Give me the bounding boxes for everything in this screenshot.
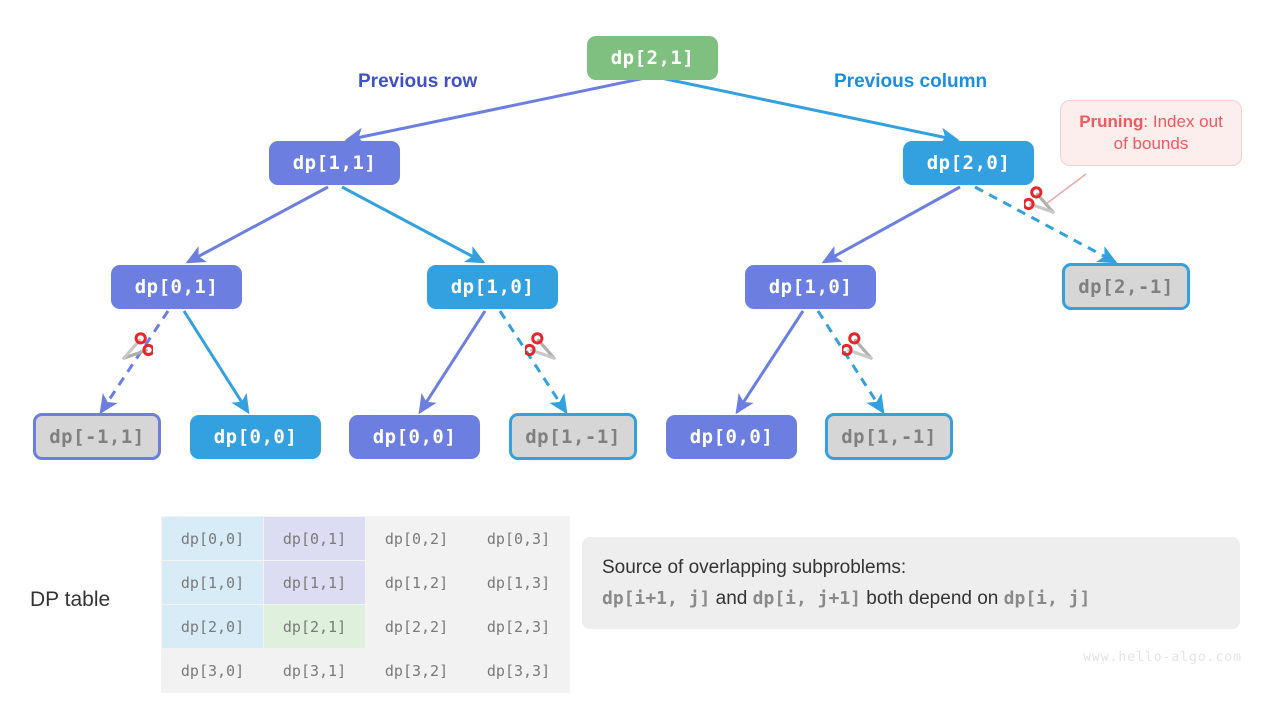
watermark: www.hello-algo.com <box>1083 650 1242 665</box>
table-cell: dp[0,2] <box>365 516 468 561</box>
code-dp-i-j: dp[i, j] <box>1003 588 1091 610</box>
table-cell: dp[3,1] <box>263 648 366 693</box>
node-dp-neg1-1[interactable]: dp[-1,1] <box>33 413 161 460</box>
label-previous-column: Previous column <box>834 71 988 92</box>
table-cell: dp[0,0] <box>161 516 264 561</box>
node-dp-1-0-left[interactable]: dp[1,0] <box>427 265 558 309</box>
node-dp-1-0-right[interactable]: dp[1,0] <box>745 265 876 309</box>
pruning-callout-rest: : Index out of bounds <box>1113 112 1223 154</box>
overlap-mid-1: and <box>710 588 753 610</box>
node-dp-0-0-c[interactable]: dp[0,0] <box>666 415 797 459</box>
table-cell: dp[2,1] <box>263 604 366 649</box>
node-dp-1-neg1-a[interactable]: dp[1,-1] <box>509 413 637 460</box>
table-cell: dp[3,2] <box>365 648 468 693</box>
dp-table: dp[0,0] dp[0,1] dp[0,2] dp[0,3] dp[1,0] … <box>161 516 570 693</box>
overlapping-subproblems-note: Source of overlapping subproblems: dp[i+… <box>582 537 1240 629</box>
table-cell: dp[1,2] <box>365 560 468 605</box>
table-cell: dp[1,1] <box>263 560 366 605</box>
pruning-callout: Pruning: Index out of bounds <box>1060 100 1242 167</box>
table-row: dp[2,0] dp[2,1] dp[2,2] dp[2,3] <box>161 604 570 649</box>
table-cell: dp[2,0] <box>161 604 264 649</box>
scissors-icon <box>1024 186 1055 214</box>
callout-tail <box>1045 173 1087 205</box>
node-dp-2-0[interactable]: dp[2,0] <box>903 141 1034 185</box>
label-previous-row: Previous row <box>358 71 478 92</box>
table-row: dp[1,0] dp[1,1] dp[1,2] dp[1,3] <box>161 560 570 605</box>
node-dp-1-neg1-b[interactable]: dp[1,-1] <box>825 413 953 460</box>
scissors-icon <box>525 332 556 360</box>
table-cell: dp[3,0] <box>161 648 264 693</box>
node-dp-0-1[interactable]: dp[0,1] <box>111 265 242 309</box>
table-cell: dp[3,3] <box>467 648 570 693</box>
table-cell: dp[1,0] <box>161 560 264 605</box>
node-dp-0-0-b[interactable]: dp[0,0] <box>349 415 480 459</box>
table-cell: dp[0,3] <box>467 516 570 561</box>
code-dp-i1-j: dp[i+1, j] <box>602 588 711 610</box>
table-row: dp[3,0] dp[3,1] dp[3,2] dp[3,3] <box>161 648 570 693</box>
overlap-note-line1: Source of overlapping subproblems: <box>602 557 907 578</box>
table-cell: dp[1,3] <box>467 560 570 605</box>
tree-edges <box>99 76 1118 415</box>
scissors-icon <box>842 332 873 360</box>
node-dp-0-0-a[interactable]: dp[0,0] <box>190 415 321 459</box>
pruning-callout-bold: Pruning <box>1079 112 1144 131</box>
scissors-icon <box>122 332 153 360</box>
code-dp-i-j1: dp[i, j+1] <box>752 588 862 610</box>
overlap-note-line2: dp[i+1, j] and dp[i, j+1] both depend on… <box>602 584 1220 613</box>
table-cell: dp[0,1] <box>263 516 366 561</box>
overlap-mid-2: both depend on <box>861 588 1004 610</box>
node-dp-1-1[interactable]: dp[1,1] <box>269 141 400 185</box>
node-dp-2-neg1[interactable]: dp[2,-1] <box>1062 263 1190 310</box>
table-cell: dp[2,2] <box>365 604 468 649</box>
table-row: dp[0,0] dp[0,1] dp[0,2] dp[0,3] <box>161 516 570 561</box>
dp-table-label: DP table <box>30 588 111 611</box>
node-root[interactable]: dp[2,1] <box>587 36 718 80</box>
table-cell: dp[2,3] <box>467 604 570 649</box>
